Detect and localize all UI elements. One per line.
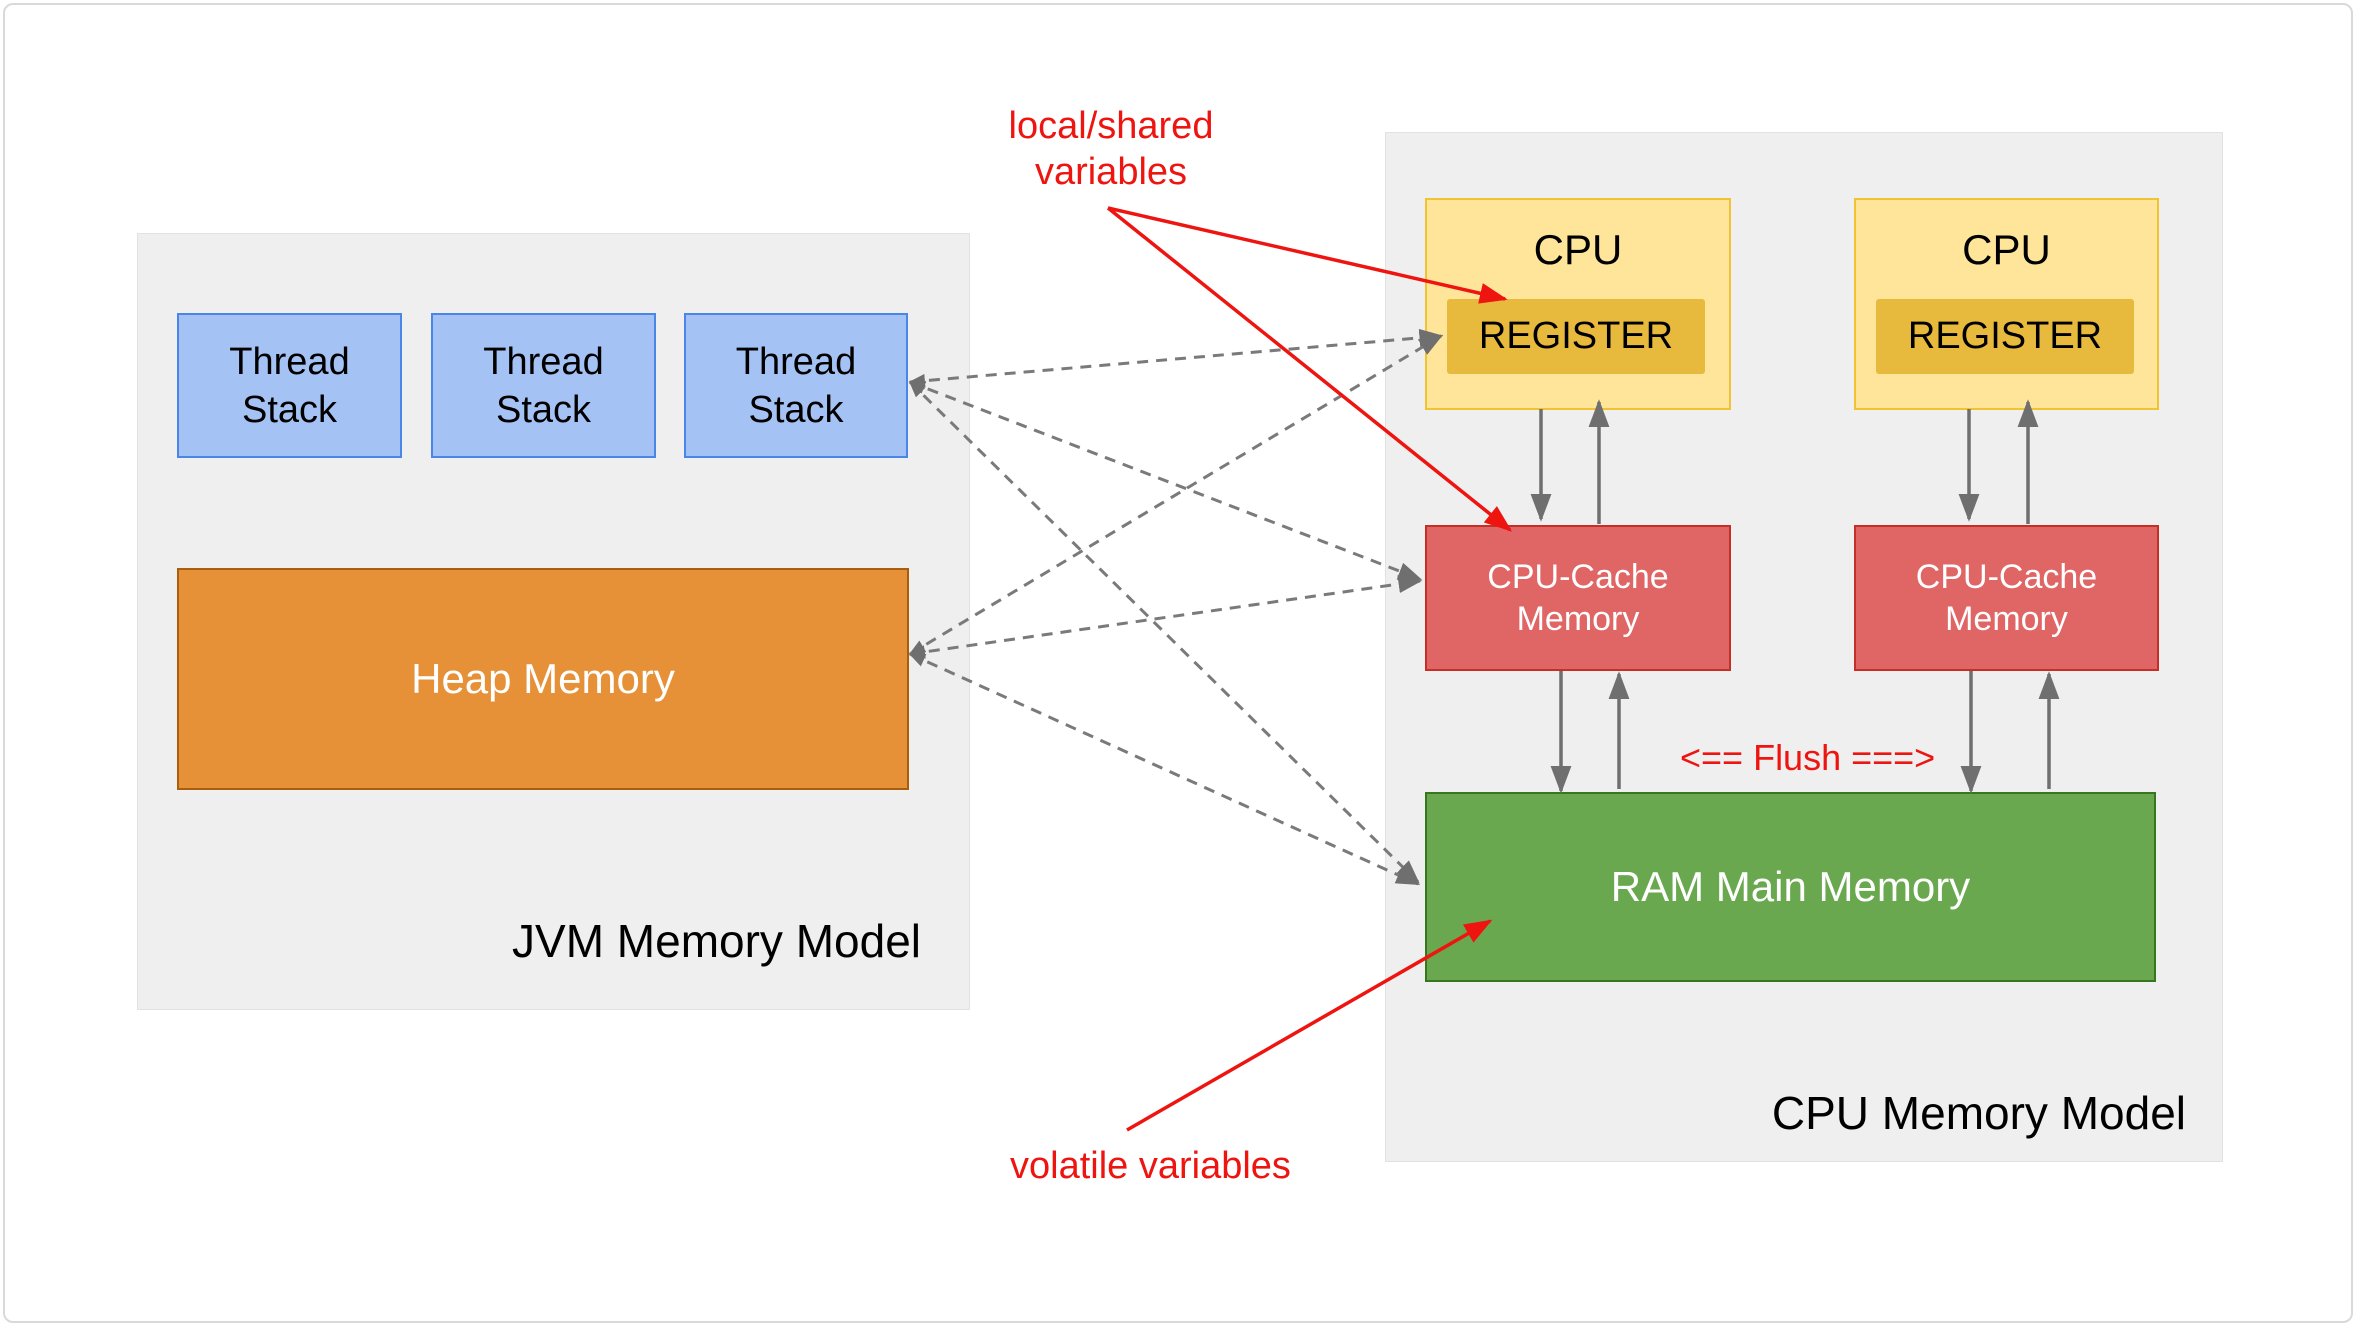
cpu-box-1: CPU REGISTER [1425, 198, 1731, 410]
register-label-2: REGISTER [1907, 315, 2103, 357]
thread-stack-box-2: Thread Stack [431, 313, 656, 458]
register-box-1: REGISTER [1447, 299, 1705, 374]
register-box-2: REGISTER [1876, 299, 2134, 374]
ram-main-memory-label: RAM Main Memory [1610, 863, 1971, 910]
register-label-1: REGISTER [1478, 315, 1674, 357]
local-shared-variables-annotation: local/shared variables [1008, 105, 1214, 193]
flush-annotation: <== Flush ===> [1680, 737, 1936, 778]
cpu-label-2: CPU [1962, 226, 2051, 273]
diagram-canvas: Thread Stack Thread Stack Thread Stack H… [3, 3, 2353, 1323]
heap-memory-box: Heap Memory [177, 568, 909, 790]
cpu-cache-label-2: CPU-Cache Memory [1915, 558, 2098, 638]
thread-stack-label-2: Thread Stack [483, 340, 604, 431]
cpu-cache-label-1: CPU-Cache Memory [1487, 558, 1669, 638]
cpu-model-title: CPU Memory Model [1771, 1087, 2186, 1139]
dashed-arrow-heap-ram [908, 652, 1421, 886]
thread-stack-box-3: Thread Stack [684, 313, 908, 458]
dashed-arrow-threadstack-ram [908, 380, 1420, 884]
ram-main-memory-box: RAM Main Memory [1425, 792, 2156, 982]
jvm-memory-model-container: Thread Stack Thread Stack Thread Stack H… [137, 233, 970, 1010]
thread-stack-box-1: Thread Stack [177, 313, 402, 458]
heap-memory-label: Heap Memory [411, 655, 675, 702]
thread-stack-label-1: Thread Stack [229, 340, 350, 431]
jvm-model-title: JVM Memory Model [512, 915, 921, 967]
dashed-arrow-heap-cache [908, 575, 1423, 659]
volatile-variables-annotation: volatile variables [1010, 1145, 1291, 1187]
thread-stack-label-3: Thread Stack [735, 340, 857, 431]
dashed-arrow-threadstack-register [908, 328, 1444, 388]
cpu-memory-model-container: CPU REGISTER CPU REGISTER CPU-Cache Memo… [1385, 132, 2223, 1162]
dashed-arrow-threadstack-cache [908, 380, 1423, 581]
dashed-arrow-heap-register [908, 334, 1444, 656]
cpu-cache-box-1: CPU-Cache Memory [1425, 525, 1731, 671]
cpu-label-1: CPU [1533, 226, 1623, 273]
cpu-cache-box-2: CPU-Cache Memory [1854, 525, 2159, 671]
cpu-box-2: CPU REGISTER [1854, 198, 2159, 410]
